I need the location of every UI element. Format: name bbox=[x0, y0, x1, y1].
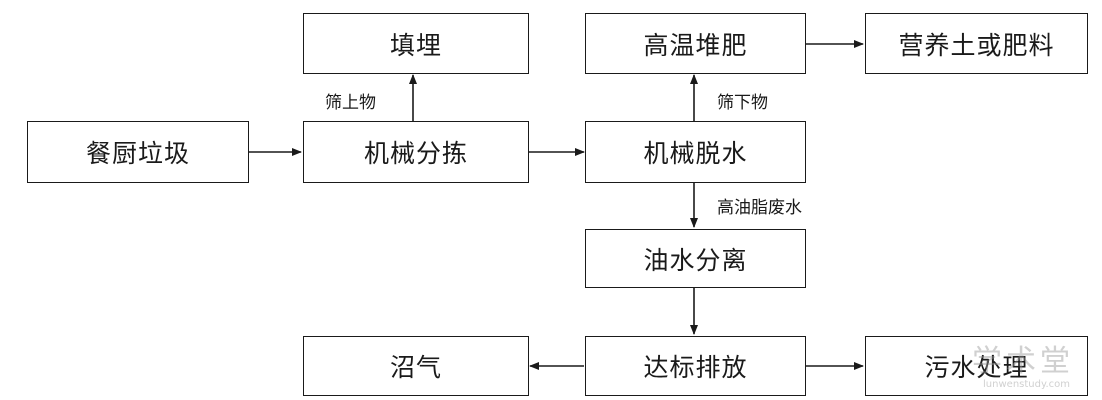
node-label: 填埋 bbox=[389, 30, 442, 60]
node-discharge-to-standard: 达标排放 bbox=[585, 336, 806, 396]
node-sewage-treatment: 污水处理 bbox=[865, 336, 1088, 396]
node-label: 机械分拣 bbox=[363, 139, 468, 168]
watermark-logo: 学术堂 bbox=[972, 344, 1074, 379]
node-label: 机械脱水 bbox=[643, 139, 748, 168]
node-label: 营养土或肥料 bbox=[898, 30, 1055, 60]
node-kitchen-waste: 餐厨垃圾 bbox=[27, 121, 249, 183]
node-oil-water-separation: 油水分离 bbox=[585, 229, 806, 288]
node-label: 沼气 bbox=[389, 353, 442, 382]
node-label: 达标排放 bbox=[643, 353, 748, 382]
node-label: 高温堆肥 bbox=[643, 30, 748, 60]
node-mechanical-sorting: 机械分拣 bbox=[303, 121, 529, 183]
node-mechanical-dewatering: 机械脱水 bbox=[585, 121, 806, 183]
watermark-url: lunwenstudy.com bbox=[983, 379, 1070, 390]
node-high-temp-composting: 高温堆肥 bbox=[585, 13, 806, 74]
node-label: 餐厨垃圾 bbox=[85, 139, 190, 168]
edge-label-high-grease-wastewater: 高油脂废水 bbox=[717, 198, 802, 218]
edge-label-undersize: 筛下物 bbox=[717, 93, 768, 113]
node-landfill: 填埋 bbox=[303, 13, 529, 74]
edge-label-oversize: 筛上物 bbox=[325, 93, 376, 113]
node-label: 油水分离 bbox=[643, 245, 748, 275]
node-nutrient-soil-fertilizer: 营养土或肥料 bbox=[865, 13, 1088, 74]
node-label: 污水处理 bbox=[924, 353, 1029, 382]
node-biogas: 沼气 bbox=[303, 336, 529, 396]
